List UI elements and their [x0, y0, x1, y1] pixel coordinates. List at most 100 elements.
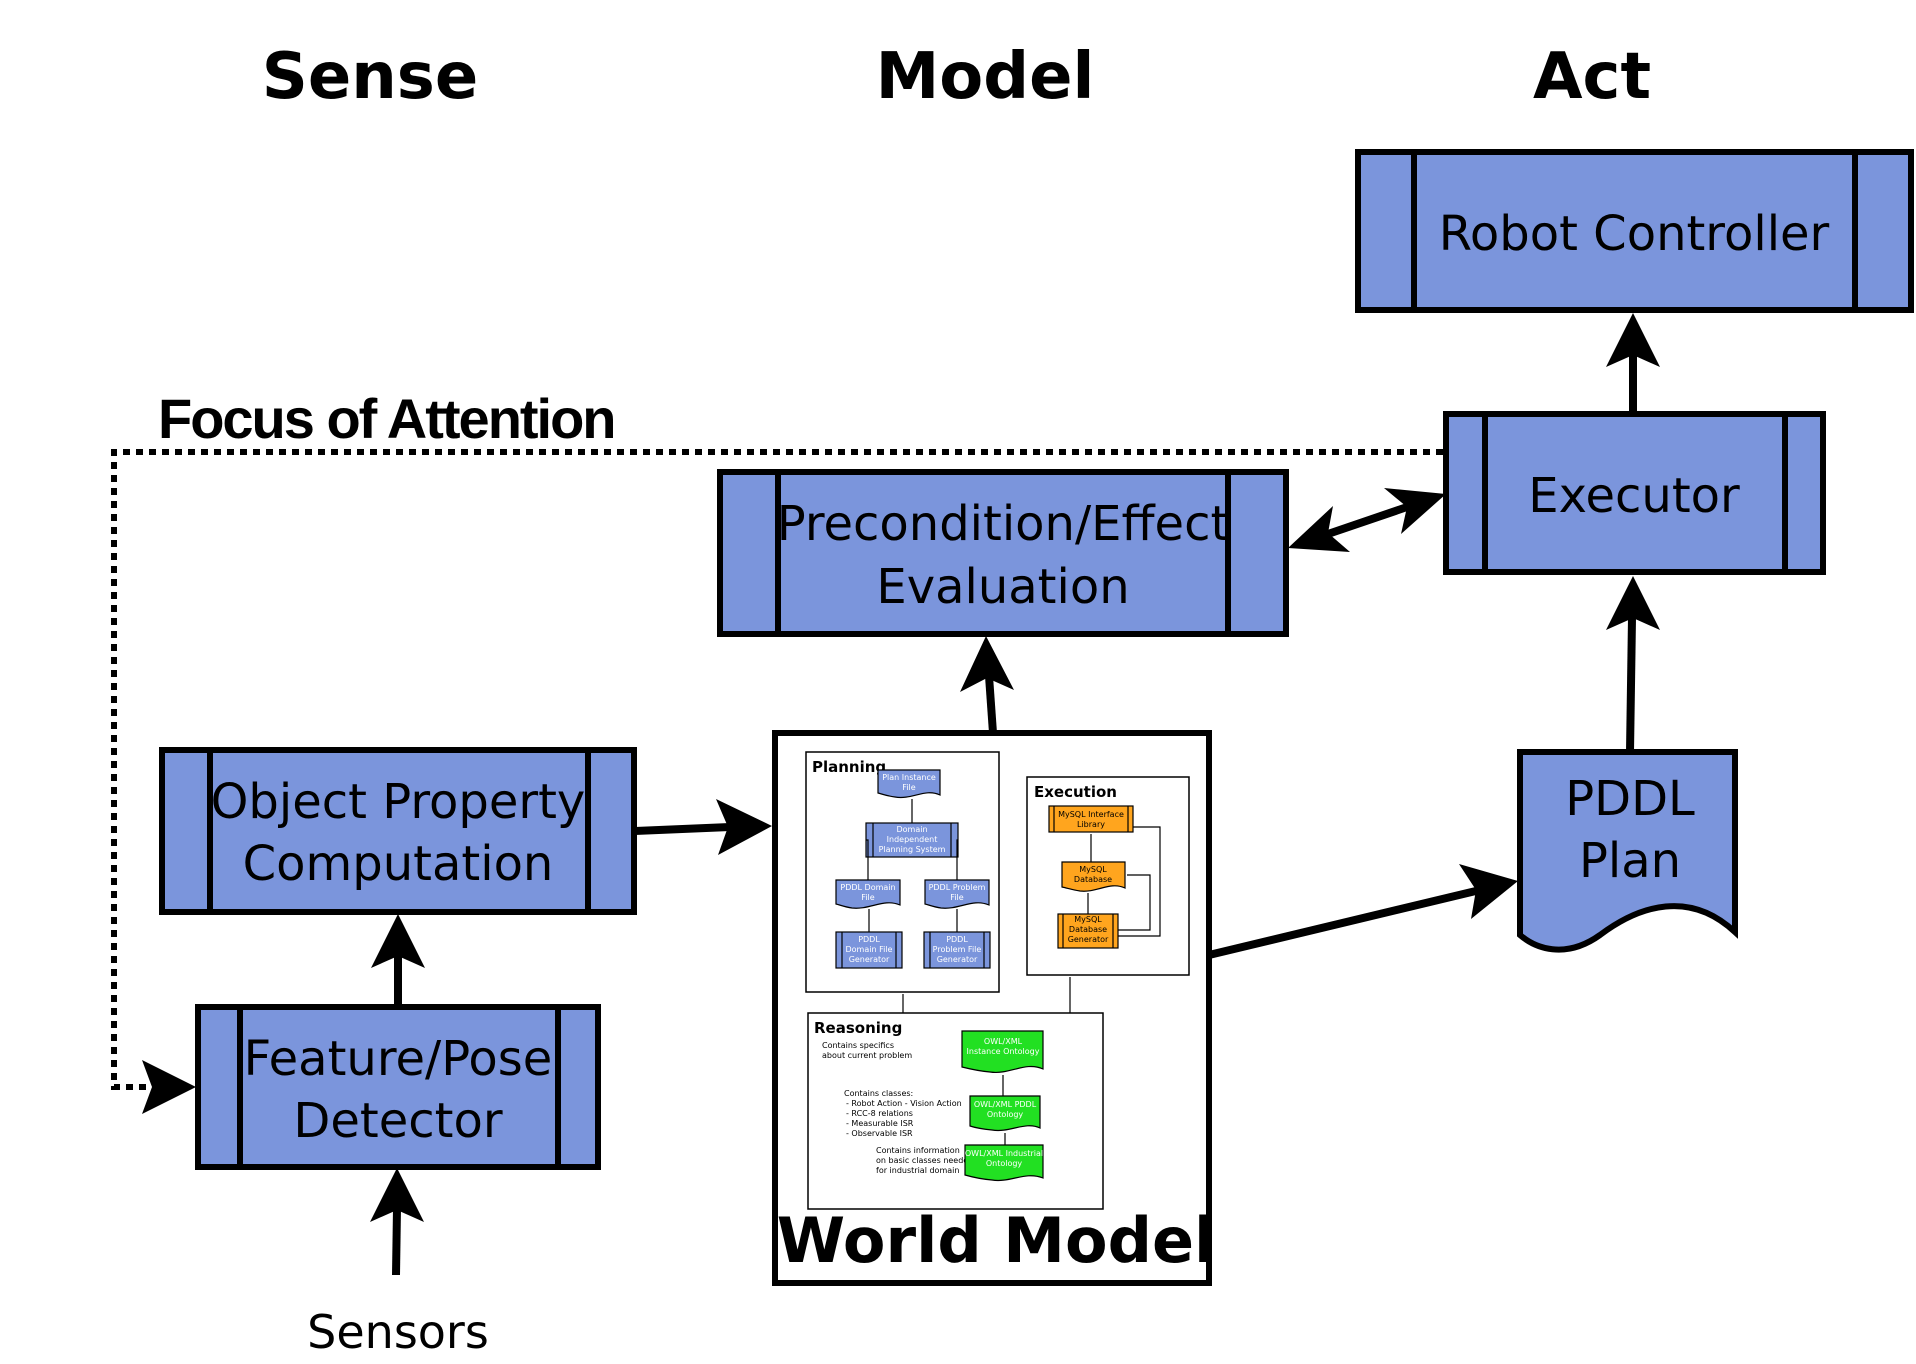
precondition-effect-evaluation-node[interactable]: Precondition/Effect Evaluation — [717, 469, 1289, 637]
domain-gen-text-3: Generator — [849, 955, 890, 964]
arrowhead-executor-to-robot-controller — [1606, 313, 1660, 367]
pddl-ontology-text-2: Ontology — [987, 1110, 1024, 1119]
arrowhead-sensors-to-detector — [370, 1168, 424, 1222]
pddl-plan-label-line1: PDDL — [1565, 771, 1695, 827]
execution-connector — [1118, 826, 1161, 937]
mysql-interface-library — [1048, 805, 1134, 833]
owl-pddl-ontology — [969, 1095, 1041, 1132]
column-title-sense: Sense — [262, 40, 479, 114]
dips-text-3: Planning System — [879, 845, 946, 854]
focus-of-attention-label: Focus of Attention — [158, 387, 615, 450]
mysql-interface-text-1: MySQL Interface — [1058, 810, 1124, 819]
pddl-problem-file — [924, 879, 990, 909]
problem-gen-text-1: PDDL — [946, 935, 968, 944]
robot-controller-label: Robot Controller — [1439, 206, 1830, 262]
reasoning-title: Reasoning — [814, 1019, 902, 1037]
pddl-problem-file-text-2: File — [950, 893, 963, 902]
feature-pose-detector-node[interactable]: Feature/Pose Detector — [195, 1004, 601, 1170]
sensors-label: Sensors — [307, 1305, 489, 1359]
arrowhead-to-precondition — [1288, 506, 1350, 552]
pddl-ontology-text-1: OWL/XML PDDL — [974, 1100, 1037, 1109]
mysql-database-generator — [1057, 913, 1119, 949]
pddl-problem-file-generator — [923, 931, 991, 969]
domain-gen-text-1: PDDL — [858, 935, 880, 944]
execution-connector — [1118, 874, 1151, 931]
feature-pose-label-line1: Feature/Pose — [244, 1031, 553, 1087]
plan-instance-text-2: File — [902, 783, 915, 792]
arrowhead-object-property-to-world-model — [716, 799, 772, 855]
reasoning-panel: Reasoning Contains specifics about curre… — [807, 1012, 1104, 1210]
mysql-db-text-2: Database — [1074, 875, 1112, 884]
dips-text-2: Independent — [887, 835, 938, 844]
reasoning-note3-line3: for industrial domain — [876, 1166, 959, 1175]
pddl-plan-label-line2: Plan — [1579, 833, 1681, 889]
planning-panel: Planning Plan Instance File Domain Indep… — [805, 751, 1000, 993]
reasoning-note1-line2: about current problem — [822, 1051, 912, 1060]
reasoning-note2-line2: - Robot Action - Vision Action — [846, 1099, 962, 1108]
object-property-computation-node[interactable]: Object Property Computation — [159, 747, 637, 915]
industrial-ontology-text-1: OWL/XML Industrial — [965, 1149, 1043, 1158]
world-model-node[interactable]: World Model Planning Plan Instance File … — [772, 730, 1216, 1286]
mysql-gen-text-3: Generator — [1068, 935, 1109, 944]
reasoning-note1-line1: Contains specifics — [822, 1041, 894, 1050]
pddl-domain-file-text-2: File — [861, 893, 874, 902]
precondition-label-line2: Evaluation — [876, 559, 1129, 615]
reasoning-note2-line4: - Measurable ISR — [846, 1119, 914, 1128]
reasoning-note2-line1: Contains classes: — [844, 1089, 913, 1098]
object-property-label-line2: Computation — [243, 836, 554, 892]
plan-instance-file — [877, 769, 941, 799]
mysql-db-text-1: MySQL — [1079, 865, 1107, 874]
executor-label: Executor — [1528, 468, 1740, 524]
owl-instance-ontology — [961, 1030, 1044, 1074]
precondition-label-line1: Precondition/Effect — [777, 496, 1230, 552]
mysql-gen-text-1: MySQL — [1074, 915, 1102, 924]
executor-node[interactable]: Executor — [1443, 411, 1826, 575]
pddl-domain-file-text-1: PDDL Domain — [840, 883, 895, 892]
instance-ontology-text-1: OWL/XML — [984, 1037, 1023, 1046]
reasoning-note2-line5: - Observable ISR — [846, 1129, 913, 1138]
owl-industrial-ontology — [964, 1144, 1044, 1182]
arrow-world-model-to-pddl-plan — [1208, 886, 1481, 959]
mysql-interface-text-2: Library — [1077, 820, 1105, 829]
world-model-label: World Model — [777, 1204, 1216, 1277]
column-title-act: Act — [1533, 40, 1651, 114]
focus-arrowhead — [142, 1060, 196, 1114]
dips-text-1: Domain — [896, 825, 927, 834]
execution-panel: Execution MySQL Interface Library MySQL … — [1026, 776, 1190, 976]
robot-controller-node[interactable]: Robot Controller — [1355, 149, 1914, 313]
arrow-executor-precondition-bidirectional — [1323, 502, 1412, 539]
plan-instance-text-1: Plan Instance — [882, 773, 936, 782]
planning-connector — [866, 839, 869, 880]
pddl-domain-file-generator — [835, 931, 903, 969]
mysql-database — [1061, 861, 1126, 892]
arrowhead-world-model-to-precondition — [960, 636, 1014, 692]
pddl-plan-node[interactable]: PDDL Plan — [1517, 749, 1738, 953]
planning-title: Planning — [812, 758, 886, 776]
reasoning-note3-line2: on basic classes needed — [876, 1156, 973, 1165]
pddl-domain-file — [835, 879, 901, 909]
arrow-pddl-plan-to-executor — [1626, 617, 1636, 753]
industrial-ontology-text-2: Ontology — [986, 1159, 1023, 1168]
problem-gen-text-2: Problem File — [933, 945, 982, 954]
arrowhead-to-executor — [1384, 488, 1446, 534]
object-property-label-line1: Object Property — [211, 774, 586, 830]
arrowhead-pddl-plan-to-executor — [1606, 576, 1660, 630]
focus-of-attention-path — [111, 449, 1443, 1090]
mysql-gen-text-2: Database — [1069, 925, 1107, 934]
instance-ontology-text-2: Instance Ontology — [967, 1047, 1040, 1056]
planning-connector — [956, 839, 958, 880]
arrowhead-detector-to-object-property — [371, 914, 425, 968]
arrowhead-world-model-to-pddl-plan — [1459, 864, 1518, 919]
pddl-problem-file-text-1: PDDL Problem — [929, 883, 986, 892]
reasoning-note2-line3: - RCC-8 relations — [846, 1109, 913, 1118]
reasoning-note3-line1: Contains information — [876, 1146, 960, 1155]
feature-pose-label-line2: Detector — [293, 1093, 502, 1149]
problem-gen-text-3: Generator — [937, 955, 978, 964]
arrow-object-property-to-world-model — [633, 823, 731, 835]
arrow-world-model-to-precondition — [985, 675, 997, 734]
column-title-model: Model — [876, 40, 1095, 114]
domain-gen-text-2: Domain File — [846, 945, 893, 954]
arrow-sensors-to-detector — [392, 1207, 401, 1276]
execution-title: Execution — [1034, 783, 1117, 801]
